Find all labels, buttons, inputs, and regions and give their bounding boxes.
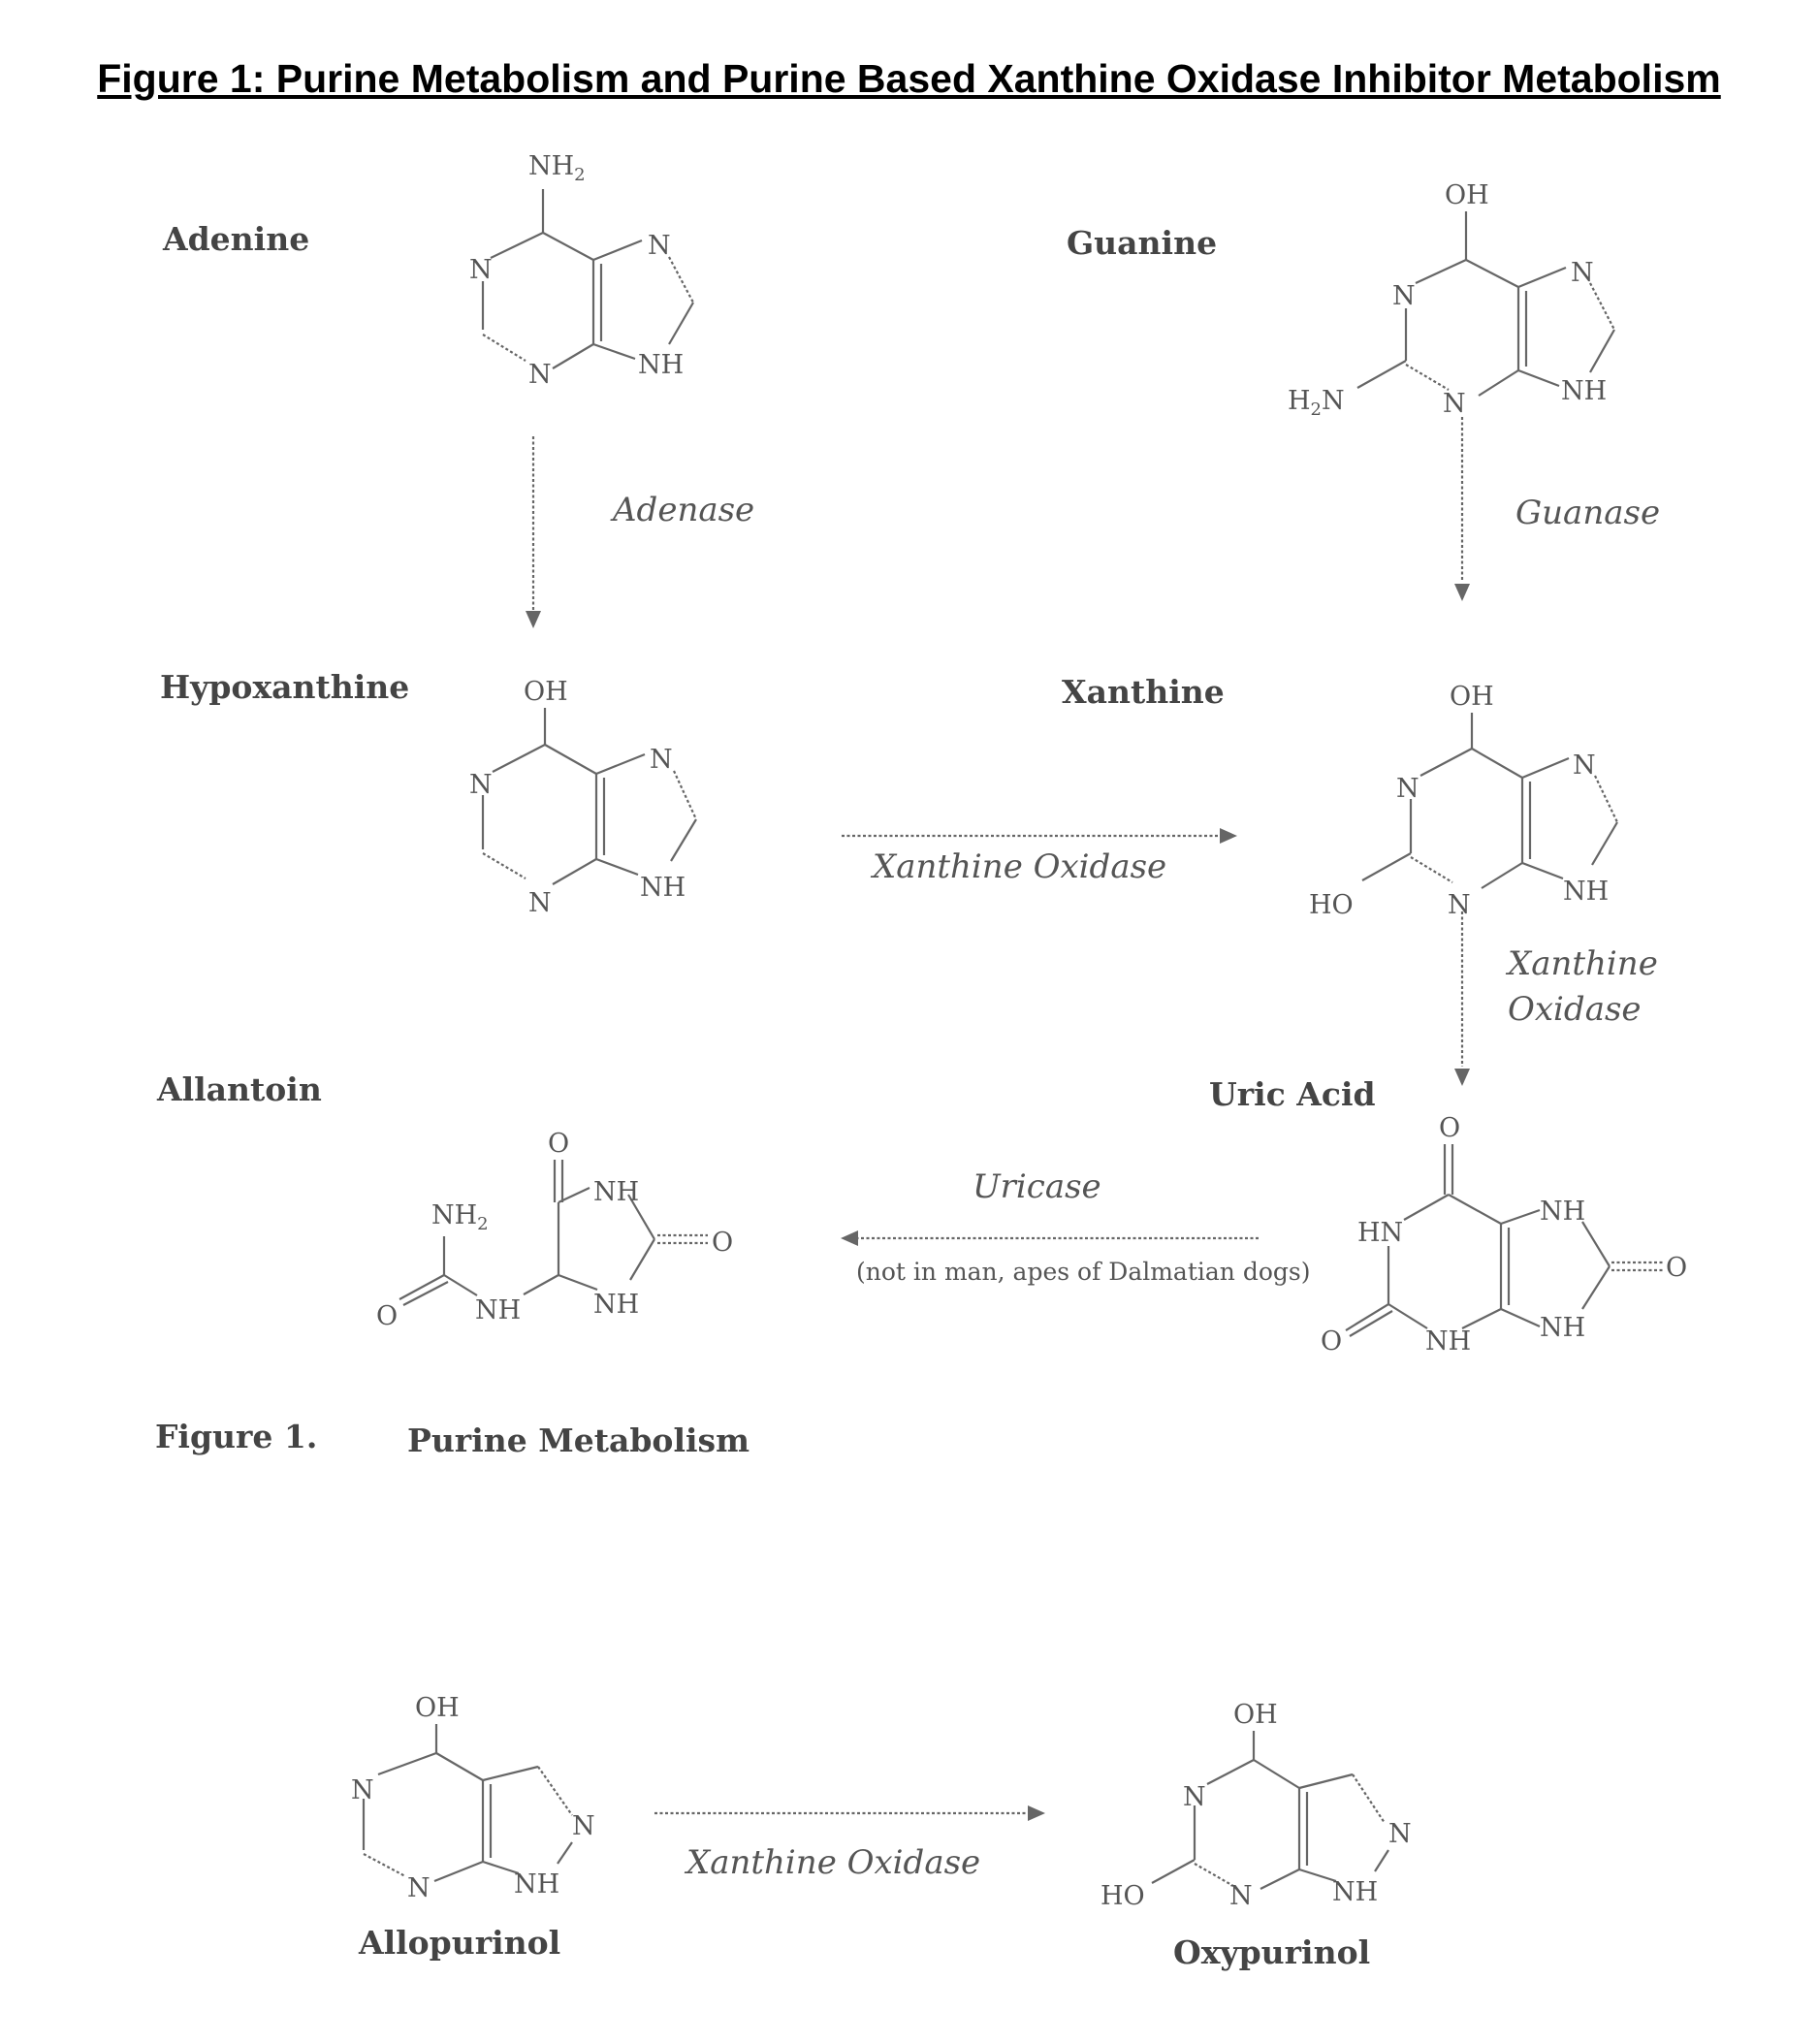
- allopurinol-structure: OH N N N NH: [351, 1693, 595, 1903]
- adenase-arrowhead: [526, 611, 541, 628]
- allopurinol-oh-label: OH: [415, 1693, 460, 1723]
- uric-acid-o8-label: O: [1666, 1253, 1687, 1283]
- uric-acid-o2-label: O: [1321, 1326, 1342, 1357]
- xanthine-ho-label: HO: [1309, 890, 1354, 920]
- hypoxanthine-n3: N: [528, 888, 552, 918]
- hypoxanthine-structure: OH N N N NH: [469, 677, 697, 918]
- hypoxanthine-nh9: NH: [640, 873, 686, 903]
- adenine-n7: N: [648, 231, 671, 261]
- oxypurinol-n1: N: [1183, 1782, 1206, 1812]
- adenine-nh9: NH: [638, 350, 684, 380]
- uric-acid-o6-label: O: [1439, 1113, 1460, 1143]
- allantoin-o-right-label: O: [712, 1228, 733, 1258]
- oxypurinol-nh-label: NH: [1332, 1877, 1378, 1907]
- allopurinol-n8: N: [572, 1811, 595, 1841]
- xanthine-nh9: NH: [1563, 877, 1609, 907]
- xo-vertical-label-line1: Xanthine: [1505, 944, 1658, 983]
- uric-acid-label: Uric Acid: [1209, 1075, 1376, 1113]
- xanthine-n7: N: [1573, 751, 1596, 781]
- guanine-label: Guanine: [1067, 224, 1217, 262]
- xanthine-oh-label: OH: [1450, 682, 1494, 712]
- xo-horizontal-label: Xanthine Oxidase: [870, 847, 1166, 886]
- allantoin-nh-top-label: NH: [593, 1177, 639, 1207]
- allantoin-o-top-label: O: [548, 1129, 569, 1159]
- uric-acid-hn-label: HN: [1357, 1218, 1403, 1248]
- guanine-h2n-label: H2N: [1288, 386, 1345, 420]
- oxypurinol-label: Oxypurinol: [1173, 1933, 1370, 1971]
- adenase-label: Adenase: [610, 491, 754, 529]
- adenine-nh2-label: NH2: [528, 151, 586, 185]
- uricase-note: (not in man, apes of Dalmatian dogs): [856, 1258, 1310, 1286]
- oxypurinol-oh-label: OH: [1233, 1700, 1278, 1730]
- allantoin-nh2-label: NH2: [431, 1200, 489, 1234]
- allopurinol-label: Allopurinol: [358, 1924, 560, 1962]
- xo-bottom-arrowhead: [1028, 1805, 1045, 1821]
- guanine-oh-label: OH: [1445, 180, 1489, 210]
- hypoxanthine-n1: N: [469, 770, 493, 800]
- uricase-label: Uricase: [973, 1167, 1101, 1206]
- hypoxanthine-label: Hypoxanthine: [160, 668, 409, 706]
- oxypurinol-ho-label: HO: [1100, 1881, 1145, 1911]
- xanthine-n3: N: [1448, 890, 1471, 920]
- adenine-structure: NH2 N N N NH: [469, 151, 694, 390]
- xanthine-n1: N: [1396, 774, 1419, 804]
- guanine-structure: OH N H2N N N NH: [1288, 180, 1615, 420]
- oxypurinol-structure: OH N HO N N NH: [1100, 1700, 1412, 1911]
- guanase-arrowhead: [1454, 584, 1470, 601]
- oxypurinol-n8: N: [1388, 1819, 1412, 1849]
- allantoin-o-left-label: O: [376, 1301, 398, 1331]
- uricase-arrowhead: [841, 1230, 858, 1246]
- allantoin-nh-bottom-label: NH: [593, 1290, 639, 1320]
- uric-acid-nh3-label: NH: [1425, 1326, 1471, 1357]
- adenine-n1: N: [469, 255, 493, 285]
- allantoin-label: Allantoin: [156, 1070, 322, 1108]
- allantoin-nh-mid-label: NH: [475, 1295, 521, 1325]
- adenine-label: Adenine: [162, 220, 309, 258]
- caption-label: Figure 1.: [155, 1418, 317, 1455]
- xo-horizontal-arrowhead: [1220, 828, 1237, 844]
- xo-vertical-label-line2: Oxidase: [1508, 990, 1642, 1029]
- hypoxanthine-oh-label: OH: [524, 677, 568, 707]
- guanine-n1: N: [1392, 281, 1416, 311]
- hypoxanthine-n7: N: [650, 745, 673, 775]
- caption-text: Purine Metabolism: [407, 1421, 750, 1459]
- uric-acid-nh9-label: NH: [1540, 1313, 1585, 1343]
- oxypurinol-n3: N: [1229, 1881, 1253, 1911]
- guanine-n7: N: [1571, 258, 1594, 288]
- uric-acid-structure: O HN O NH NH NH O: [1321, 1113, 1687, 1357]
- xanthine-structure: OH N HO N N NH: [1309, 682, 1618, 920]
- guanine-nh9: NH: [1561, 376, 1607, 406]
- allopurinol-nh-label: NH: [514, 1869, 559, 1900]
- xo-bottom-label: Xanthine Oxidase: [684, 1843, 980, 1882]
- allantoin-structure: O NH NH O NH2 NH O: [376, 1129, 733, 1331]
- allopurinol-n1: N: [351, 1775, 374, 1805]
- allopurinol-n3: N: [407, 1873, 431, 1903]
- xanthine-label: Xanthine: [1062, 673, 1225, 711]
- adenine-n3: N: [528, 360, 552, 390]
- guanase-label: Guanase: [1515, 494, 1660, 532]
- guanine-n3: N: [1443, 389, 1466, 419]
- uric-acid-nh7-label: NH: [1540, 1197, 1585, 1227]
- figure-title: Figure 1: Purine Metabolism and Purine B…: [97, 56, 1721, 101]
- xo-vertical-arrowhead: [1454, 1069, 1470, 1086]
